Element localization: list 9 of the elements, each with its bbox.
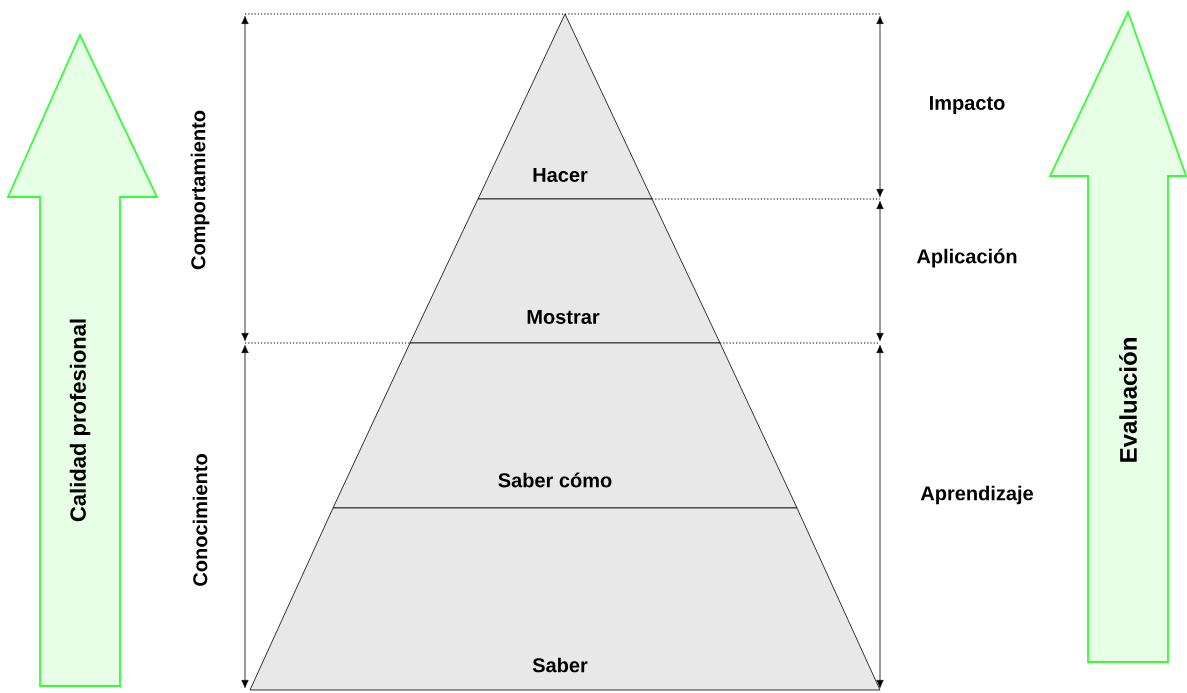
pyramid-layer: Saber cómo — [332, 342, 798, 509]
dimension-label: Aplicación — [916, 248, 1017, 268]
dimension-label: Comportamiento — [190, 110, 210, 270]
dimension-label: Aprendizaje — [920, 485, 1033, 505]
pyramid-layer: Mostrar — [409, 198, 721, 344]
pyramid-layer: Saber — [249, 507, 881, 691]
dimension-label: Impacto — [930, 96, 1005, 114]
pyramid-layer: Hacer — [477, 13, 653, 200]
dimension-label: Conocimiento — [192, 454, 208, 586]
